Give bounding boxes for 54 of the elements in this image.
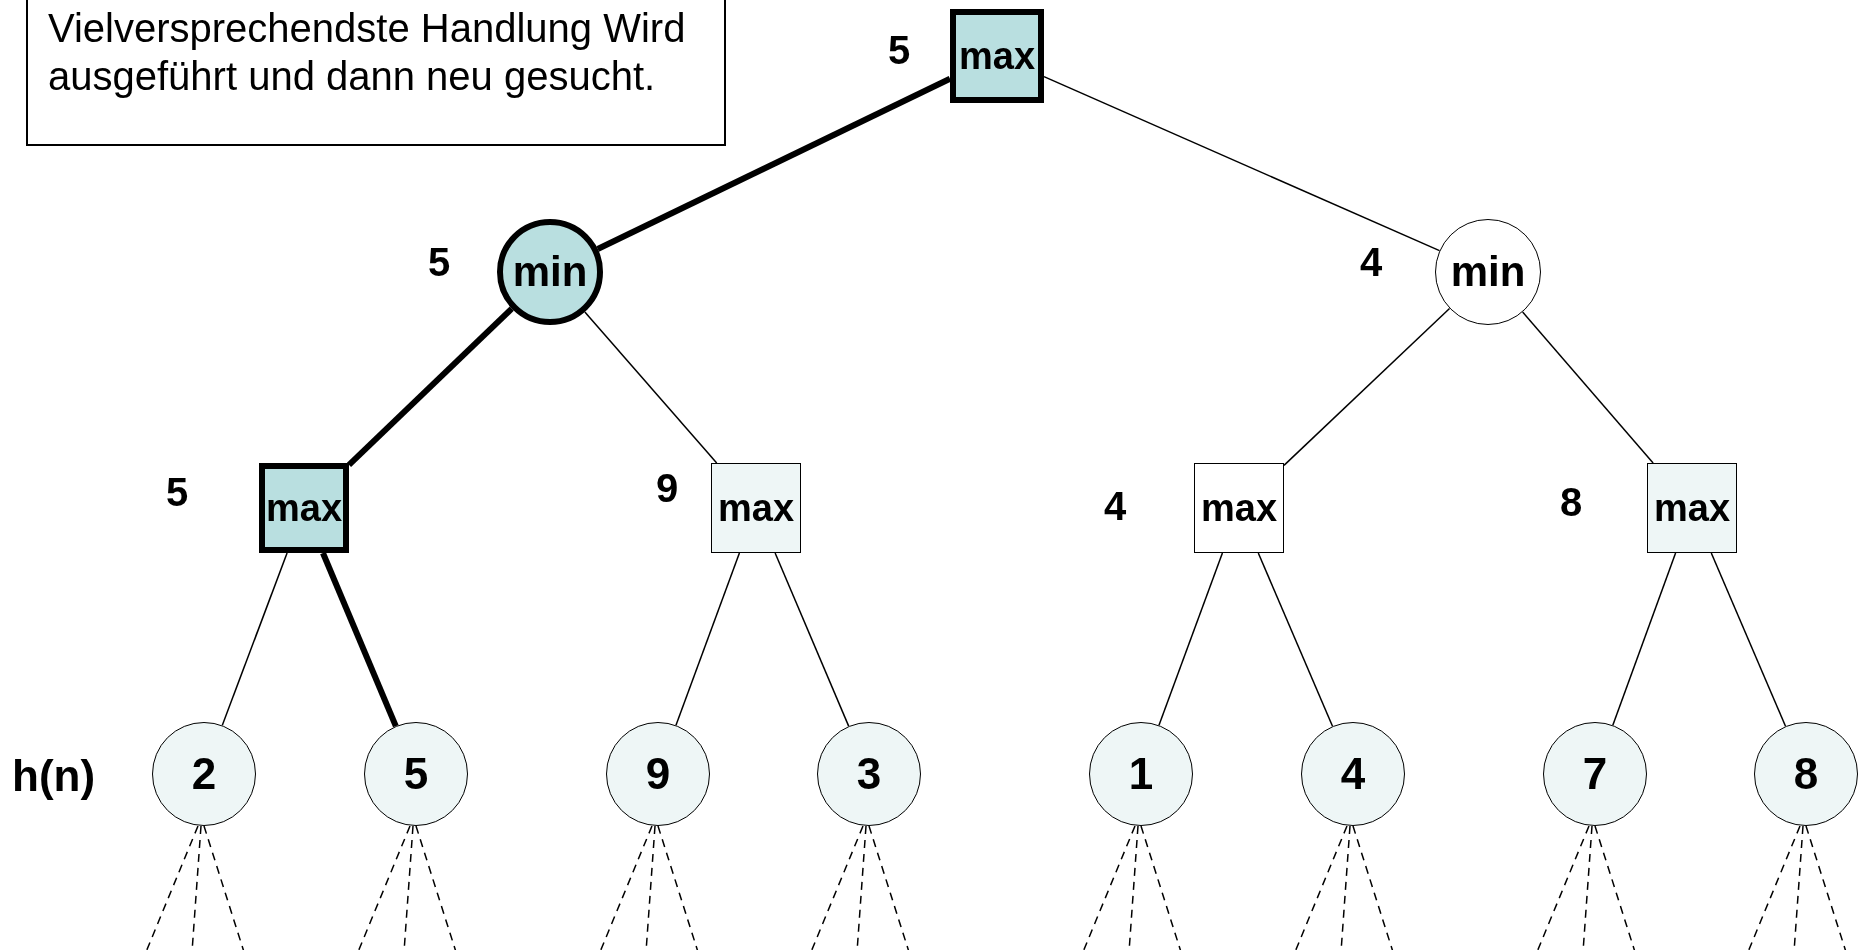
node-value: 9 — [656, 468, 679, 508]
max-node-box: max — [1647, 463, 1737, 553]
dashed-branch-line — [145, 825, 199, 950]
tree-edge — [774, 552, 850, 727]
tree-edge — [1521, 311, 1654, 464]
node-value: 5 — [888, 30, 911, 70]
tree-node-circle: 4 — [1301, 722, 1405, 826]
tree-node-circle: min — [1435, 219, 1541, 325]
node-value: 5 — [166, 472, 189, 512]
dashed-branch-line — [1352, 825, 1394, 950]
dashed-branch-line — [1294, 825, 1348, 950]
note-box: Vielversprechendste Handlung Wird ausgeführt und dann neu gesucht. — [26, 0, 726, 146]
tree-edge — [584, 311, 718, 464]
dashed-branch-line — [1082, 825, 1136, 950]
tree-edge — [320, 551, 399, 728]
max-node-box: max — [711, 463, 801, 553]
dashed-branch-line — [203, 825, 245, 950]
tree-node-circle: 2 — [152, 722, 256, 826]
tree-edge — [1043, 75, 1441, 252]
node-value: 4 — [1104, 486, 1127, 526]
heuristic-label: h(n) — [12, 754, 96, 798]
dashed-branch-line — [810, 825, 864, 950]
dashed-branch-line — [1536, 825, 1590, 950]
tree-edge — [346, 306, 514, 467]
node-value: 5 — [428, 242, 451, 282]
dashed-branch-line — [1747, 825, 1801, 950]
max-node-box: max — [259, 463, 349, 553]
tree-node-circle: 1 — [1089, 722, 1193, 826]
dashed-branch-line — [357, 825, 411, 950]
tree-edge — [1612, 552, 1677, 726]
tree-node-circle: 5 — [364, 722, 468, 826]
tree-edge — [596, 76, 952, 252]
max-node-box: max — [950, 9, 1044, 103]
dashed-branch-line — [1805, 825, 1847, 950]
dashed-branch-line — [657, 825, 699, 950]
tree-node-circle: 7 — [1543, 722, 1647, 826]
tree-edge — [1283, 307, 1451, 467]
tree-node-circle: 9 — [606, 722, 710, 826]
tree-node-circle: 3 — [817, 722, 921, 826]
dashed-branch-line — [415, 825, 457, 950]
dashed-branch-line — [599, 825, 653, 950]
tree-edge — [221, 552, 288, 727]
tree-edge — [1158, 552, 1224, 726]
dashed-branch-line — [1594, 825, 1636, 950]
dashed-branch-line — [868, 825, 910, 950]
max-node-box: max — [1194, 463, 1284, 553]
dashed-branch-line — [1140, 825, 1182, 950]
tree-node-circle: min — [497, 219, 603, 325]
tree-node-circle: 8 — [1754, 722, 1858, 826]
node-value: 4 — [1360, 242, 1383, 282]
node-value: 8 — [1560, 482, 1583, 522]
tree-edge — [1710, 552, 1787, 727]
tree-edge — [675, 552, 741, 726]
tree-edge — [1257, 552, 1334, 727]
